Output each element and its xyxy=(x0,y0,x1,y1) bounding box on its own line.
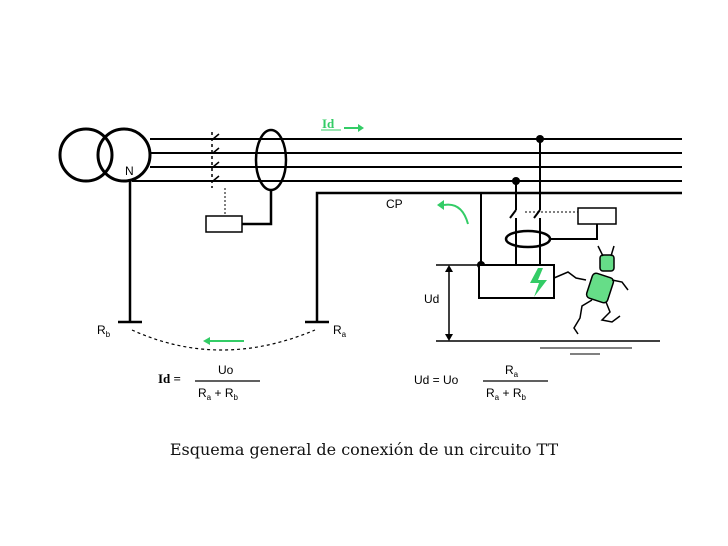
id-arrow-label: Id xyxy=(322,116,335,131)
load-relay-box xyxy=(577,207,617,225)
neutral-earth-conductor xyxy=(118,181,142,324)
ud-arrow-bottom xyxy=(445,334,453,341)
ud-dimension xyxy=(436,264,660,342)
load-toroid xyxy=(504,229,552,249)
load-relay-lead xyxy=(550,224,598,240)
ra-label: Ra xyxy=(333,323,347,339)
transformer-symbol xyxy=(58,127,152,183)
formula-ud-numerator: Ra xyxy=(505,363,519,379)
formula-id-denominator: Ra + Rb xyxy=(198,386,238,402)
cp-arrow-head xyxy=(437,200,444,210)
ud-label: Ud xyxy=(424,292,439,306)
junction-dot xyxy=(512,177,520,185)
ud-arrow-top xyxy=(445,265,453,272)
figure-caption: Esquema general de conexión de un circui… xyxy=(169,440,559,459)
person-figure xyxy=(553,245,629,335)
neutral-label: N xyxy=(125,164,134,178)
earth-current-arrow-head xyxy=(203,337,210,345)
cp-label: CP xyxy=(386,197,403,211)
rb-label: Rb xyxy=(97,323,111,339)
formula-ud-denominator: Ra + Rb xyxy=(486,386,526,402)
supply-lines xyxy=(132,138,682,182)
toroid-lead xyxy=(242,190,273,226)
formula-id-lhs: Id = xyxy=(158,371,181,386)
junction-dot xyxy=(536,135,544,143)
breaker-contacts xyxy=(211,132,220,188)
formula-id: Id = Uo Ra + Rb xyxy=(158,363,260,402)
cp-arrow xyxy=(443,203,469,225)
fault-lightning-icon xyxy=(530,268,547,297)
formula-ud: Ud = Uo Ra Ra + Rb xyxy=(414,363,548,402)
earth-return-path xyxy=(131,329,316,351)
formula-ud-lhs: Ud = Uo xyxy=(414,373,459,387)
protective-conductor xyxy=(305,191,682,324)
id-arrow-head xyxy=(358,124,364,132)
formula-id-numerator: Uo xyxy=(218,363,234,377)
load-branch xyxy=(480,139,578,265)
relay-box xyxy=(205,215,243,233)
